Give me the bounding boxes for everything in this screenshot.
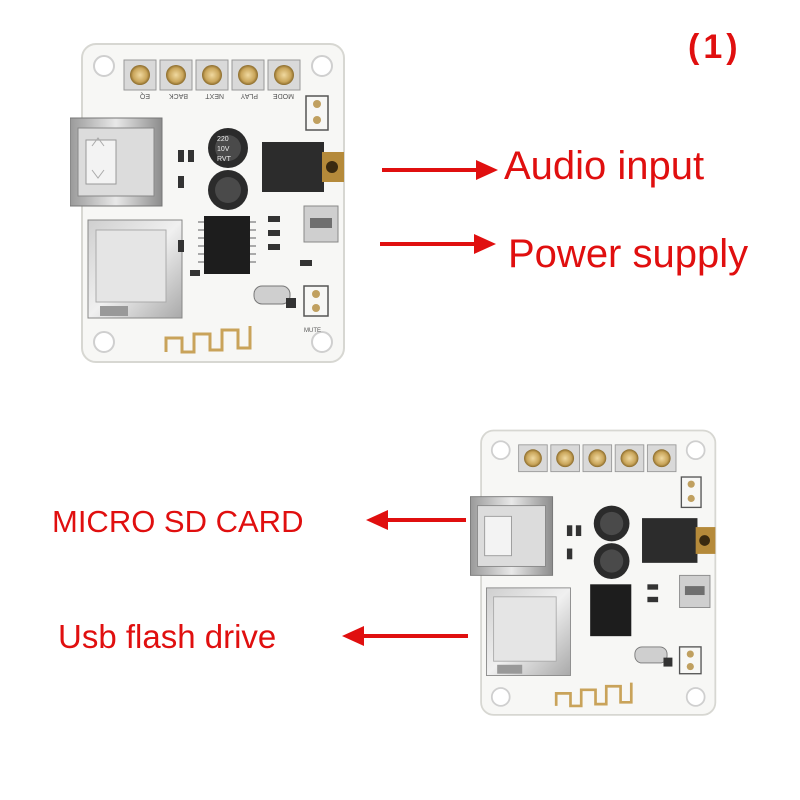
tact-buttons xyxy=(123,59,301,91)
arrow-audio-input xyxy=(382,160,498,180)
button-label-play: PLAY xyxy=(240,92,258,99)
button-label-back: BACK xyxy=(169,92,188,99)
ic-chip xyxy=(198,216,256,274)
cap-value: 220 xyxy=(217,136,229,143)
usb-port-icon xyxy=(70,117,163,207)
arrow-usb-flash-drive xyxy=(342,626,468,646)
micro-usb-port-icon xyxy=(303,205,339,243)
audio-jack-icon xyxy=(262,142,344,192)
arrow-power-supply xyxy=(380,234,496,254)
bluetooth-antenna-icon xyxy=(164,326,252,354)
mute-label: MUTE xyxy=(304,328,321,334)
label-micro-sd-card: MICRO SD CARD xyxy=(52,504,304,539)
label-usb-flash-drive: Usb flash drive xyxy=(58,618,277,655)
cap-voltage: 10V xyxy=(217,146,230,153)
electrolytic-capacitors: 220 10V RVT xyxy=(208,128,248,210)
button-label-next: NEXT xyxy=(205,92,224,99)
cap-series: RVT xyxy=(217,156,232,163)
module-board-bottom xyxy=(470,429,717,716)
label-audio-input: Audio input xyxy=(504,144,705,188)
button-label-eq: EQ xyxy=(139,92,150,99)
micro-sd-slot-icon xyxy=(87,219,183,319)
figure-number: (1) xyxy=(688,28,742,66)
button-label-mode: MODE xyxy=(273,92,294,99)
module-board-top: EQ BACK NEXT PLAY MODE 220 10V RVT xyxy=(70,43,345,363)
arrow-micro-sd-card xyxy=(366,510,466,530)
label-power-supply: Power supply xyxy=(508,232,749,276)
